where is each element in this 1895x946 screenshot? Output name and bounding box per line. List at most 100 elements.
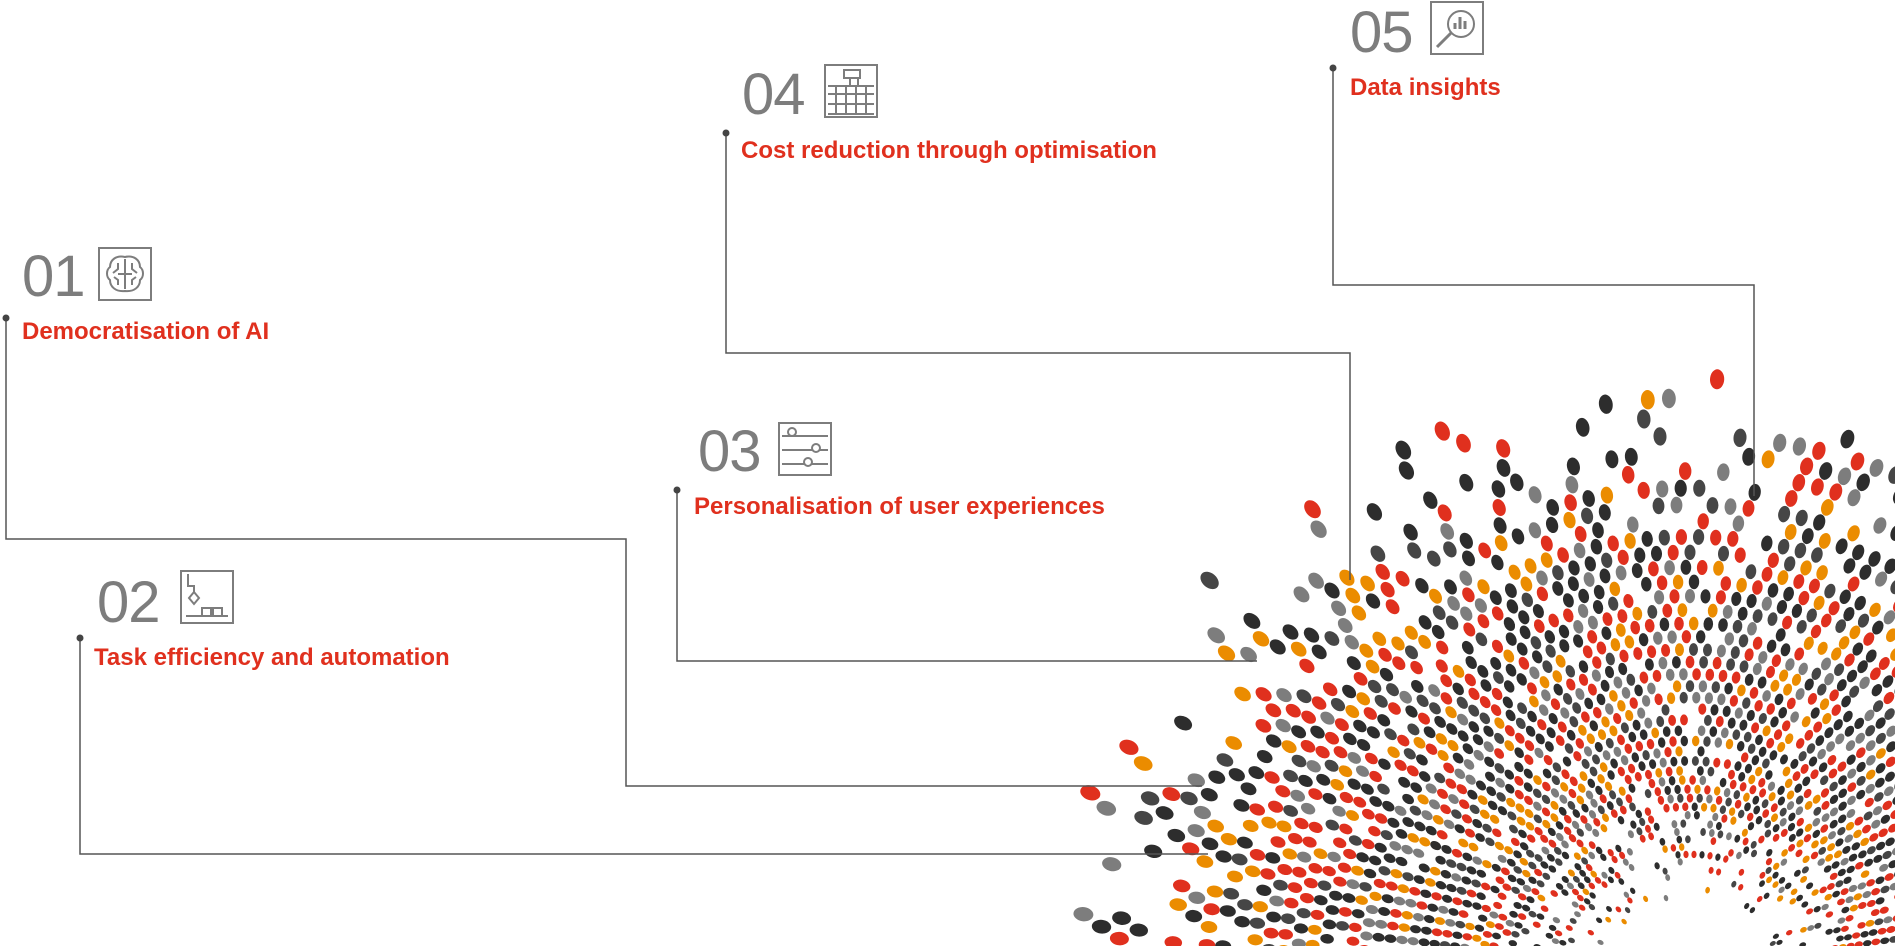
burst-dot	[1463, 622, 1476, 637]
burst-dot	[1753, 805, 1761, 815]
burst-dot	[1385, 599, 1400, 615]
burst-dot	[1731, 671, 1741, 684]
burst-dot	[1446, 859, 1457, 868]
burst-dot	[1865, 919, 1875, 927]
burst-dot	[1593, 584, 1605, 600]
burst-dot	[1718, 669, 1728, 682]
burst-dot	[1200, 571, 1219, 590]
burst-dot	[1536, 586, 1549, 602]
burst-dot	[1883, 610, 1895, 625]
burst-dot	[1883, 786, 1894, 797]
burst-dot	[1291, 938, 1306, 946]
burst-dot	[1794, 542, 1807, 559]
burst-dot	[1522, 869, 1531, 878]
burst-dot	[1482, 823, 1492, 833]
burst-dot	[1758, 651, 1768, 664]
burst-dot	[1770, 679, 1780, 692]
burst-dot	[1638, 633, 1649, 647]
burst-dot	[1495, 876, 1505, 885]
burst-dot	[1743, 792, 1750, 802]
burst-dot	[1503, 617, 1516, 632]
burst-dot	[1840, 925, 1849, 932]
burst-dot	[1839, 589, 1851, 605]
burst-dot	[1472, 819, 1483, 829]
burst-dot	[1268, 800, 1284, 813]
burst-dot	[1494, 748, 1505, 759]
burst-dot	[1494, 923, 1504, 930]
burst-dot	[1604, 665, 1615, 679]
burst-dot	[1661, 704, 1670, 716]
burst-dot	[1845, 740, 1856, 751]
burst-dot	[1803, 788, 1812, 799]
burst-dot	[1490, 885, 1500, 894]
burst-dot	[1820, 788, 1830, 798]
burst-dot	[1652, 497, 1665, 515]
burst-dot	[1609, 581, 1621, 597]
burst-dot	[1587, 778, 1596, 788]
burst-dot	[1569, 918, 1577, 924]
burst-dot	[1602, 612, 1613, 626]
burst-dot	[1555, 821, 1564, 830]
burst-dot	[1845, 915, 1854, 922]
burst-dot	[1665, 874, 1671, 881]
burst-dot	[1423, 491, 1438, 509]
burst-dot	[1790, 888, 1798, 896]
burst-dot	[1313, 848, 1328, 859]
burst-dot	[1552, 581, 1564, 596]
burst-dot	[1207, 627, 1225, 644]
burst-dot	[1456, 862, 1467, 872]
burst-dot	[1472, 734, 1484, 746]
burst-dot	[1810, 707, 1820, 719]
burst-dot	[1369, 891, 1382, 901]
burst-dot	[1840, 429, 1855, 449]
burst-dot	[1728, 807, 1736, 816]
burst-dot	[1504, 740, 1515, 751]
burst-dot	[1768, 792, 1776, 802]
burst-dot	[1252, 631, 1270, 647]
burst-dot	[1678, 462, 1692, 480]
burst-dot	[1356, 852, 1369, 863]
burst-dot	[1528, 861, 1537, 870]
burst-dot	[1843, 710, 1853, 723]
burst-dot	[1550, 890, 1558, 897]
burst-dot	[1506, 858, 1516, 867]
burst-dot	[1527, 710, 1537, 723]
burst-dot	[1234, 686, 1251, 702]
burst-dot	[1874, 792, 1884, 802]
burst-dot	[1744, 802, 1751, 812]
burst-dot	[1613, 676, 1623, 689]
burst-dot	[1767, 612, 1778, 626]
burst-dot	[1527, 834, 1536, 843]
burst-dot	[1714, 737, 1723, 748]
burst-dot	[1277, 863, 1293, 876]
burst-dot	[1432, 815, 1444, 825]
burst-dot	[1750, 840, 1757, 849]
burst-dot	[1772, 824, 1780, 833]
burst-dot	[1822, 713, 1832, 725]
burst-dot	[1577, 894, 1584, 902]
burst-dot	[1220, 833, 1237, 846]
burst-dot	[1583, 898, 1591, 905]
burst-dot	[1705, 886, 1710, 894]
burst-dot	[1659, 837, 1666, 846]
burst-dot	[1493, 517, 1507, 534]
burst-dot	[1717, 693, 1726, 706]
burst-dot	[1821, 813, 1830, 822]
burst-dot	[1754, 700, 1763, 712]
burst-dot	[1729, 779, 1737, 790]
burst-dot	[1617, 609, 1628, 623]
burst-dot	[1577, 882, 1585, 890]
burst-dot	[1739, 782, 1747, 792]
burst-dot	[1710, 803, 1717, 813]
burst-dot	[1374, 813, 1388, 824]
burst-dot	[1477, 795, 1488, 805]
burst-dot	[1873, 517, 1887, 534]
burst-dot	[1813, 906, 1821, 913]
burst-dot	[1461, 640, 1474, 655]
burst-dot	[1448, 794, 1459, 805]
burst-dot	[1452, 931, 1463, 939]
burst-dot	[1537, 894, 1546, 902]
burst-dot	[1582, 490, 1595, 507]
burst-dot	[1529, 666, 1540, 680]
burst-dot	[1746, 709, 1755, 722]
